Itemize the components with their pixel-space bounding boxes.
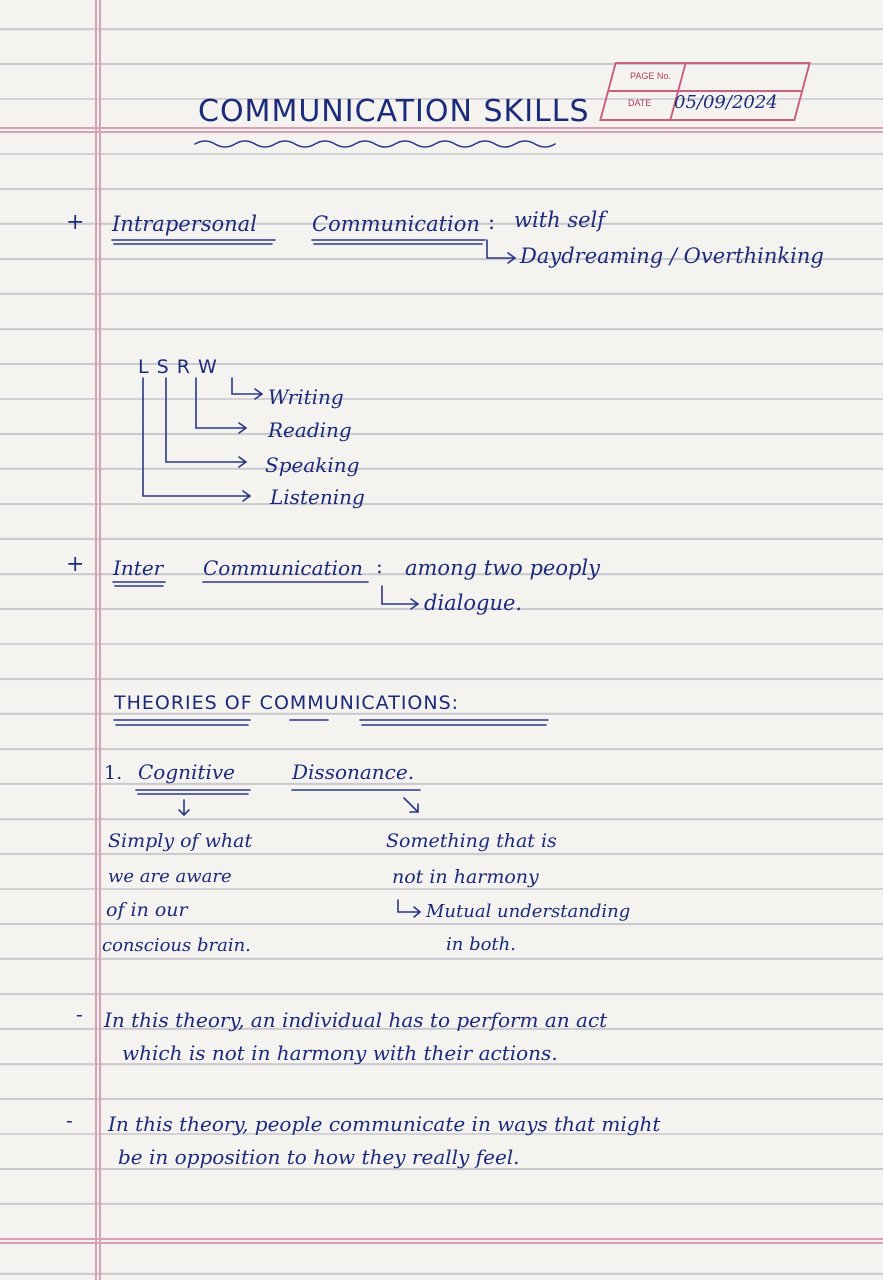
underline-intrapersonal	[111, 239, 276, 245]
point-dash-1: -	[76, 1002, 83, 1026]
top-margin-line-2	[0, 131, 883, 133]
date-value: 05/09/2024	[674, 92, 778, 113]
colon-2: :	[376, 554, 383, 578]
arrow-down-left	[178, 799, 190, 817]
page-no-label: PAGE No.	[630, 71, 671, 81]
lsrw-item-listening: Listening	[270, 485, 365, 509]
arrow-mutual	[397, 899, 422, 918]
right-line-1: Something that is	[386, 830, 557, 852]
heading-communication-2: Communication	[203, 556, 363, 580]
underline-inter	[112, 581, 166, 587]
left-line-1: Simply of what	[108, 830, 253, 852]
date-label: DATE	[628, 98, 652, 108]
arrow-dialogue	[381, 585, 420, 610]
definition-text: with self	[514, 208, 606, 232]
bottom-margin-line	[0, 1238, 883, 1240]
point-1-line-1: In this theory, an individual has to per…	[104, 1008, 608, 1032]
heading-intrapersonal: Intrapersonal	[112, 212, 257, 236]
example-text: Daydreaming / Overthinking	[520, 244, 824, 268]
lsrw-item-writing: Writing	[268, 385, 344, 409]
bottom-margin-line-2	[0, 1242, 883, 1244]
left-margin-line-2	[99, 0, 101, 1280]
theory-word-cognitive: Cognitive	[138, 760, 235, 784]
right-line-2: not in harmony	[392, 866, 539, 888]
theory-number: 1.	[104, 762, 123, 784]
top-margin-line	[0, 127, 883, 129]
example-text-2: dialogue.	[424, 591, 523, 615]
lsrw-tree	[142, 377, 264, 502]
underline-theories	[113, 719, 549, 726]
arrow-down-right	[403, 797, 419, 813]
lsrw-item-reading: Reading	[268, 418, 352, 442]
page-title: COMMUNICATION SKILLS	[198, 94, 590, 129]
theories-heading: THEORIES OF COMMUNICATIONS:	[114, 692, 460, 714]
right-line-4: in both.	[446, 934, 516, 955]
definition-text-2: among two peoply	[405, 556, 600, 580]
colon: :	[488, 210, 496, 234]
point-2-line-1: In this theory, people communicate in wa…	[108, 1112, 661, 1136]
point-dash-2: -	[66, 1108, 73, 1132]
right-line-3: Mutual understanding	[426, 901, 631, 922]
point-1-line-2: which is not in harmony with their actio…	[122, 1041, 558, 1065]
underline-communication	[311, 239, 486, 245]
lsrw-item-speaking: Speaking	[265, 453, 360, 477]
underline-cognitive	[135, 789, 251, 795]
title-squiggle	[194, 140, 556, 148]
bullet-plus: +	[66, 210, 85, 235]
left-margin-line	[95, 0, 97, 1280]
lsrw-acronym: L S R W	[138, 356, 218, 378]
left-line-2: we are aware	[108, 866, 232, 887]
theory-word-dissonance: Dissonance.	[292, 760, 415, 784]
heading-inter: Inter	[113, 556, 164, 580]
bullet-plus-2: +	[66, 552, 85, 577]
left-line-3: of in our	[106, 899, 188, 921]
arrow-daydreaming	[486, 239, 517, 264]
left-line-4: conscious brain.	[102, 935, 251, 956]
heading-communication: Communication	[312, 212, 480, 236]
point-2-line-2: be in opposition to how they really feel…	[118, 1145, 520, 1169]
